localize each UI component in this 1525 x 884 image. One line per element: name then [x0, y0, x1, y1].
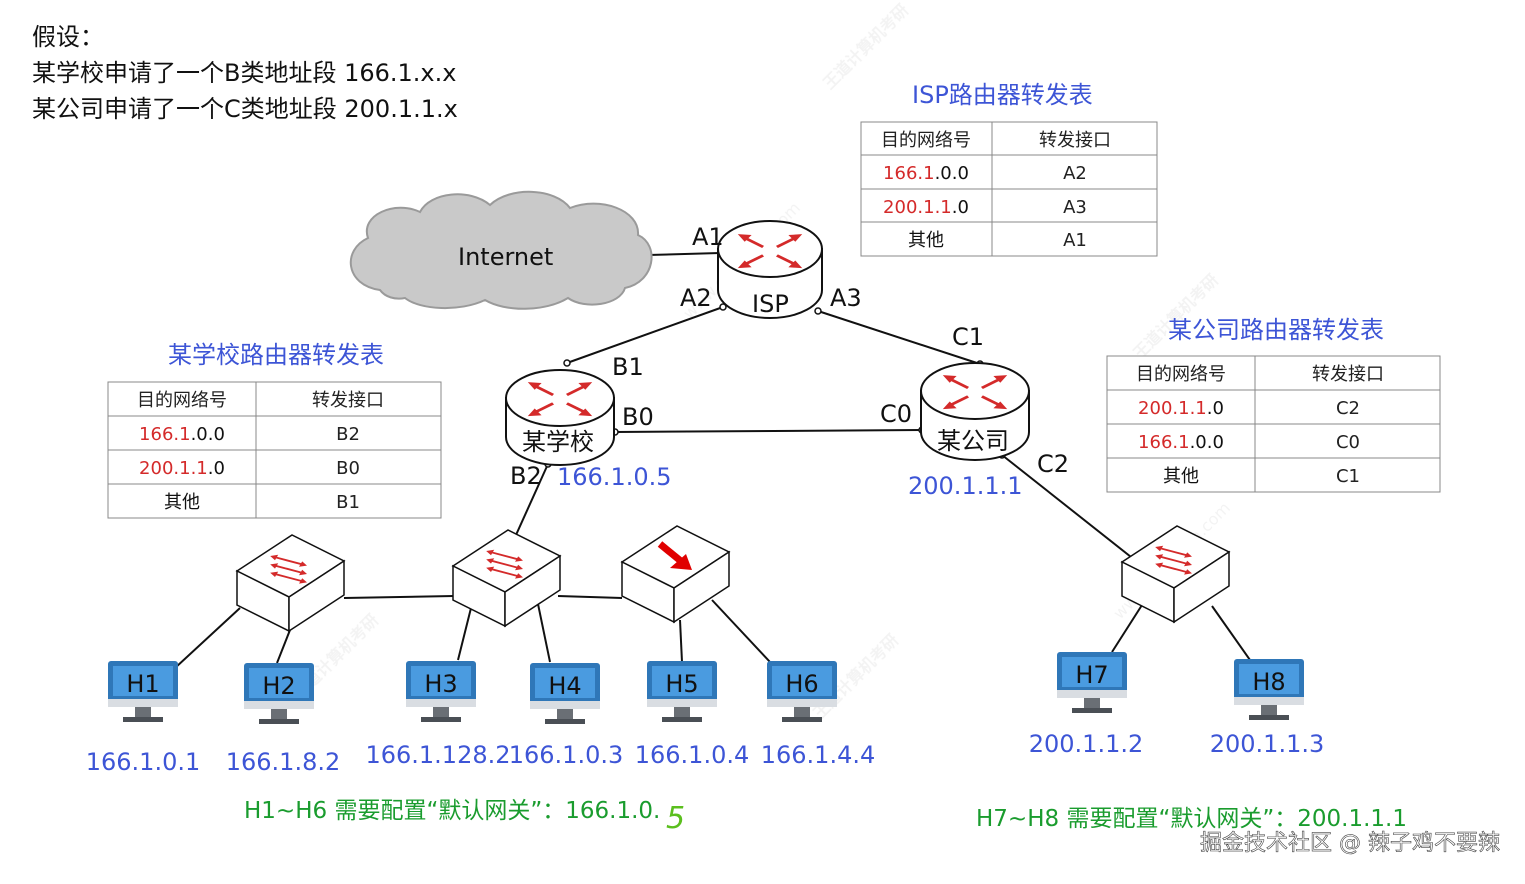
- port-a2: A2: [680, 284, 712, 312]
- switch-2: [451, 529, 562, 628]
- assumption-school: 某学校申请了一个B类地址段 166.1.x.x: [32, 59, 456, 87]
- links: [174, 252, 1251, 669]
- router-school-label: 某学校: [522, 428, 594, 456]
- internet-cloud: Internet: [349, 190, 653, 310]
- assumption-heading: 假设：: [32, 23, 104, 51]
- table-school: 某学校路由器转发表 目的网络号 转发接口 166.1.0.0 B2 200.1.…: [107, 341, 442, 519]
- hosts: H1 166.1.0.1 H2 166.1.8.2 H3 166.1.128.2 H4 166…: [86, 652, 1325, 776]
- port-c2: C2: [1037, 450, 1069, 478]
- host-ip: 166.1.4.4: [761, 741, 876, 769]
- table-row: 其他: [1163, 466, 1199, 487]
- host-h4: H4 166.1.0.3: [509, 663, 624, 769]
- host-ip: 166.1.0.1: [86, 748, 201, 776]
- company-gateway-note: H7~H8 需要配置“默认网关”：200.1.1.1: [976, 806, 1407, 832]
- host-name: H6: [785, 670, 818, 698]
- host-h6: H6 166.1.4.4: [761, 661, 876, 769]
- table-cell-iface: A3: [1063, 197, 1087, 218]
- footer-credit: 掘金技术社区 @ 辣子鸡不要辣: [1200, 831, 1500, 856]
- table-row: 200.1.1.0: [139, 458, 225, 479]
- table-isp: ISP路由器转发表 目的网络号 转发接口 166.1.0.0 A2 200.1.…: [860, 81, 1158, 257]
- router-isp: ISP: [717, 220, 823, 319]
- table-isp-header-iface: 转发接口: [1039, 130, 1111, 151]
- switch-3: [1120, 525, 1231, 624]
- table-school-title: 某学校路由器转发表: [168, 341, 384, 369]
- router-company: 某公司: [920, 362, 1030, 461]
- host-ip: 166.1.128.2: [365, 741, 510, 769]
- host-ip: 166.1.0.4: [635, 741, 750, 769]
- host-h2: H2 166.1.8.2: [226, 663, 341, 776]
- table-row: 其他: [164, 492, 200, 513]
- router-school-ip: 166.1.0.5: [557, 463, 672, 491]
- host-h8: H8 200.1.1.3: [1210, 659, 1325, 758]
- net-prefix: 200.1.1: [139, 458, 208, 479]
- table-isp-title: ISP路由器转发表: [912, 81, 1093, 109]
- host-h5: H5 166.1.0.4: [635, 661, 750, 769]
- table-cell-iface: A1: [1063, 230, 1087, 251]
- table-school-header-iface: 转发接口: [312, 390, 384, 411]
- table-cell-iface: C0: [1336, 432, 1360, 453]
- net-prefix: 200.1.1: [883, 197, 952, 218]
- port-c1: C1: [952, 323, 984, 351]
- handwritten-digit: 5: [666, 801, 685, 836]
- net-prefix: 200.1.1: [1138, 398, 1207, 419]
- host-name: H1: [126, 670, 159, 698]
- table-cell-iface: B2: [336, 424, 360, 445]
- table-row: 166.1.0.0: [139, 424, 225, 445]
- host-h3: H3 166.1.128.2: [365, 661, 511, 769]
- table-row: 166.1.0.0: [883, 163, 969, 184]
- hub-arrow-icon: [657, 541, 692, 570]
- table-company-title: 某公司路由器转发表: [1168, 316, 1384, 344]
- router-school: 某学校: [505, 369, 615, 466]
- port-c0: C0: [880, 400, 912, 428]
- host-ip: 166.1.8.2: [226, 748, 341, 776]
- host-h1: H1 166.1.0.1: [86, 661, 201, 776]
- net-prefix: 166.1: [139, 424, 191, 445]
- school-gateway-note: H1~H6 需要配置“默认网关”：166.1.0.: [244, 798, 660, 824]
- router-isp-label: ISP: [752, 290, 789, 318]
- host-name: H2: [262, 672, 295, 700]
- switch-1: [235, 534, 346, 633]
- table-cell-iface: A2: [1063, 163, 1087, 184]
- port-a1: A1: [692, 223, 724, 251]
- net-prefix: 166.1: [1138, 432, 1190, 453]
- table-row: 200.1.1.0: [1138, 398, 1224, 419]
- hub: [620, 525, 731, 624]
- table-row: 200.1.1.0: [883, 197, 969, 218]
- table-row: 166.1.0.0: [1138, 432, 1224, 453]
- table-company-header-iface: 转发接口: [1312, 364, 1384, 385]
- port-b0: B0: [622, 403, 654, 431]
- internet-label: Internet: [458, 243, 553, 271]
- host-ip: 200.1.1.2: [1029, 730, 1144, 758]
- router-company-label: 某公司: [937, 427, 1009, 455]
- host-ip: 200.1.1.3: [1210, 730, 1325, 758]
- table-company: 某公司路由器转发表 目的网络号 转发接口 200.1.1.0 C2 166.1.…: [1106, 316, 1441, 493]
- port-a3: A3: [830, 284, 862, 312]
- table-cell-iface: C2: [1336, 398, 1360, 419]
- table-isp-header-net: 目的网络号: [881, 130, 971, 151]
- table-cell-iface: B1: [336, 492, 360, 513]
- net-prefix: 166.1: [883, 163, 935, 184]
- watermark-text: 王道计算机考研: [819, 0, 912, 93]
- host-name: H3: [424, 670, 457, 698]
- host-name: H7: [1075, 661, 1108, 689]
- host-name: H4: [548, 672, 581, 700]
- router-company-ip: 200.1.1.1: [908, 472, 1023, 500]
- host-name: H5: [665, 670, 698, 698]
- table-school-header-net: 目的网络号: [137, 390, 227, 411]
- port-b1: B1: [612, 353, 644, 381]
- port-b2: B2: [510, 462, 542, 490]
- table-row: 其他: [908, 230, 944, 251]
- table-company-header-net: 目的网络号: [1136, 364, 1226, 385]
- host-ip: 166.1.0.3: [509, 741, 624, 769]
- host-h7: H7 200.1.1.2: [1029, 652, 1144, 758]
- table-cell-iface: B0: [336, 458, 360, 479]
- host-name: H8: [1252, 668, 1285, 696]
- assumption-company: 某公司申请了一个C类地址段 200.1.1.x: [32, 95, 458, 123]
- table-cell-iface: C1: [1336, 466, 1360, 487]
